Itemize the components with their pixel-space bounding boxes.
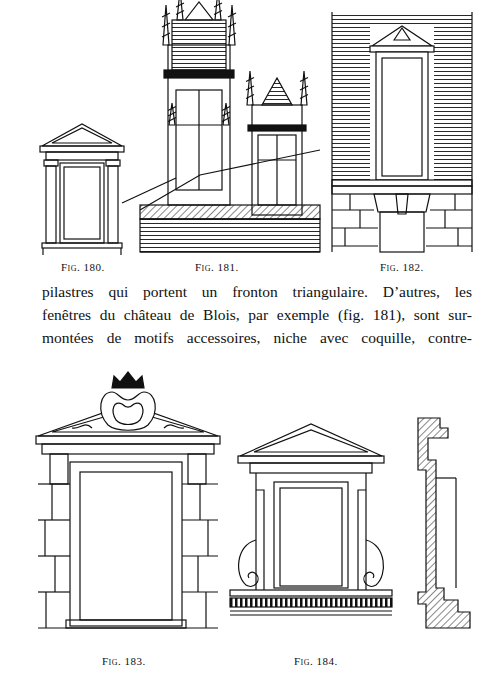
crocket — [168, 112, 176, 116]
body-text-line: montées de motifs accessoires, niche ave… — [42, 330, 472, 346]
crocket — [228, 23, 236, 27]
body-text-line: fenêtres du château de Blois, par exempl… — [42, 307, 472, 323]
crocket — [222, 112, 230, 116]
pinnacle — [223, 103, 229, 125]
crocket — [300, 95, 308, 99]
crocket — [228, 13, 236, 17]
pinnacle — [301, 71, 307, 105]
crocket — [168, 118, 176, 122]
crocket — [222, 118, 230, 122]
pinnacle — [163, 5, 169, 45]
crocket — [214, 11, 222, 15]
crocket — [246, 86, 254, 90]
crocket — [246, 95, 254, 99]
crocket — [168, 107, 176, 111]
figure-caption: Fig. 182. — [380, 262, 424, 273]
window-fig-184 — [230, 418, 470, 628]
crocket — [228, 33, 236, 37]
pinnacle — [215, 0, 221, 20]
window-fig-183 — [36, 372, 220, 628]
crocket — [162, 23, 170, 27]
crocket — [300, 86, 308, 90]
figure-caption: Fig. 181. — [195, 262, 239, 273]
crocket — [162, 33, 170, 37]
body-text-line: pilastres qui portent un fronton triangu… — [42, 284, 472, 300]
crocket — [300, 78, 308, 82]
window-fig-182 — [332, 12, 472, 252]
pinnacle — [169, 103, 175, 125]
figure-caption: Fig. 184. — [294, 656, 338, 667]
crocket — [176, 11, 184, 15]
pinnacle — [229, 5, 235, 45]
crocket — [214, 3, 222, 7]
crocket — [162, 13, 170, 17]
blois-dormers — [122, 0, 320, 252]
crocket — [176, 3, 184, 7]
figure-caption: Fig. 180. — [61, 262, 105, 273]
crocket — [222, 107, 230, 111]
crocket — [246, 78, 254, 82]
pinnacle — [247, 71, 253, 105]
pinnacle — [177, 0, 183, 20]
window-fig-180 — [40, 124, 124, 255]
figure-caption: Fig. 183. — [102, 656, 146, 667]
